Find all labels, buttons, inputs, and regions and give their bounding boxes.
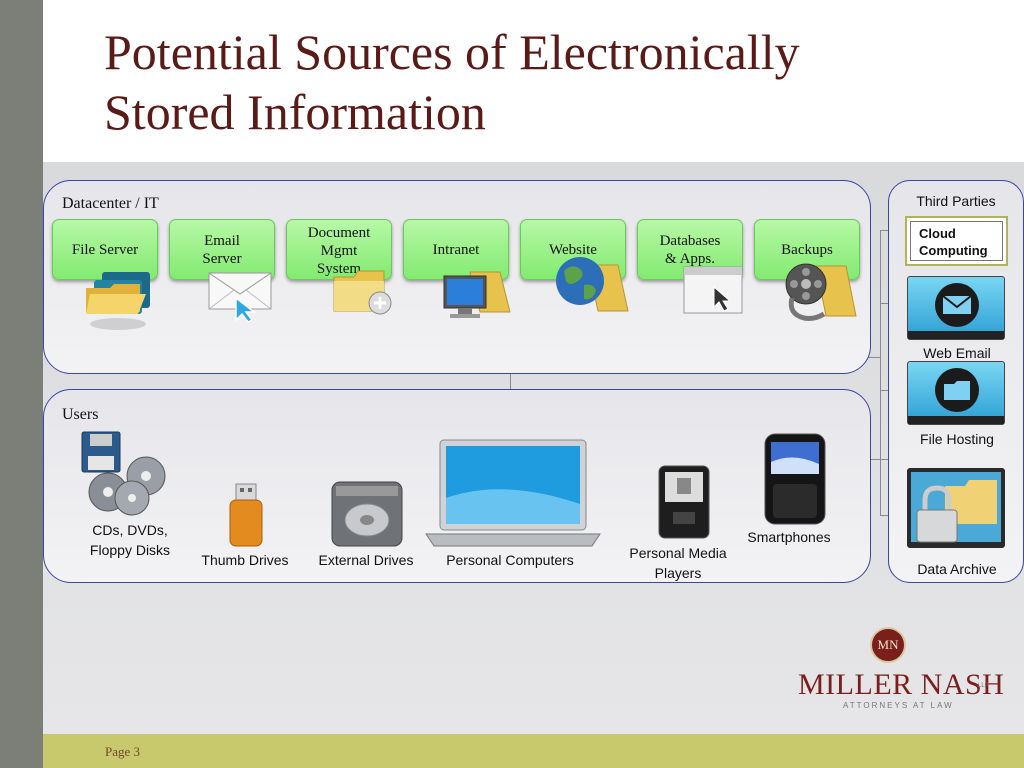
hard-drive-icon (330, 480, 404, 553)
usb-drive-icon (226, 482, 266, 555)
backups-label: Backups (781, 241, 833, 258)
browser-window-icon (682, 265, 746, 324)
email-server-label: Email Server (202, 232, 242, 267)
datacenter-label: Datacenter / IT (62, 195, 159, 212)
folder-icon (84, 268, 154, 339)
logo-name: MILLER NASH (798, 668, 1005, 701)
disks-icon (80, 430, 168, 521)
tile-bar (908, 416, 1004, 424)
file-hosting-caption: File Hosting (920, 431, 994, 447)
globe-icon (552, 257, 632, 322)
intranet-label: Intranet (432, 241, 480, 258)
file-server-box: File Server (52, 219, 158, 280)
title-line-1: Potential Sources of Electronically (104, 24, 800, 80)
slide-title: Potential Sources of Electronically Stor… (104, 22, 1004, 142)
website-label: Website (549, 241, 597, 258)
thumb-drives-caption: Thumb Drives (201, 552, 289, 568)
data-archive-icon (905, 466, 1007, 561)
web-email-icon (907, 276, 1005, 340)
data-archive-caption: Data Archive (917, 561, 997, 577)
laptop-icon (424, 438, 602, 555)
third-parties-label: Third Parties (916, 193, 996, 209)
tile-bar (908, 331, 1004, 339)
document-mgmt-label: Document Mgmt System (307, 225, 371, 277)
users-label: Users (62, 406, 99, 423)
logo-suffix: LLP (978, 683, 989, 689)
external-drives-caption: External Drives (318, 552, 414, 568)
title-line-2: Stored Information (104, 84, 486, 140)
cloud-computing-box: Cloud Computing (905, 216, 1008, 266)
databases-label: Databases & Apps. (659, 232, 721, 267)
envelope-icon (206, 270, 276, 329)
web-email-caption: Web Email (923, 345, 991, 361)
left-accent-bar (0, 0, 43, 768)
film-reel-icon (780, 260, 860, 331)
file-hosting-icon (907, 361, 1005, 425)
email-server-box: Email Server (169, 219, 275, 280)
cds-caption: CDs, DVDs, Floppy Disks (89, 522, 171, 558)
smartphone-icon (763, 432, 827, 531)
logo-monogram: MN (870, 627, 906, 663)
personal-computers-caption: Personal Computers (446, 552, 574, 568)
footer-bar: Page 3 (43, 734, 1024, 768)
monitor-icon (440, 268, 516, 329)
file-server-label: File Server (71, 241, 139, 258)
page-number: Page 3 (105, 744, 141, 759)
connector (871, 357, 880, 358)
document-folder-icon (330, 265, 396, 324)
document-mgmt-box: Document Mgmt System (286, 219, 392, 280)
media-player-icon (657, 464, 713, 547)
connector (880, 230, 881, 516)
logo-tagline: ATTORNEYS AT LAW (843, 701, 954, 710)
smartphones-caption: Smartphones (747, 529, 831, 545)
media-players-caption: Personal Media Players (629, 545, 727, 581)
cloud-computing-label: Cloud Computing (910, 221, 1003, 261)
